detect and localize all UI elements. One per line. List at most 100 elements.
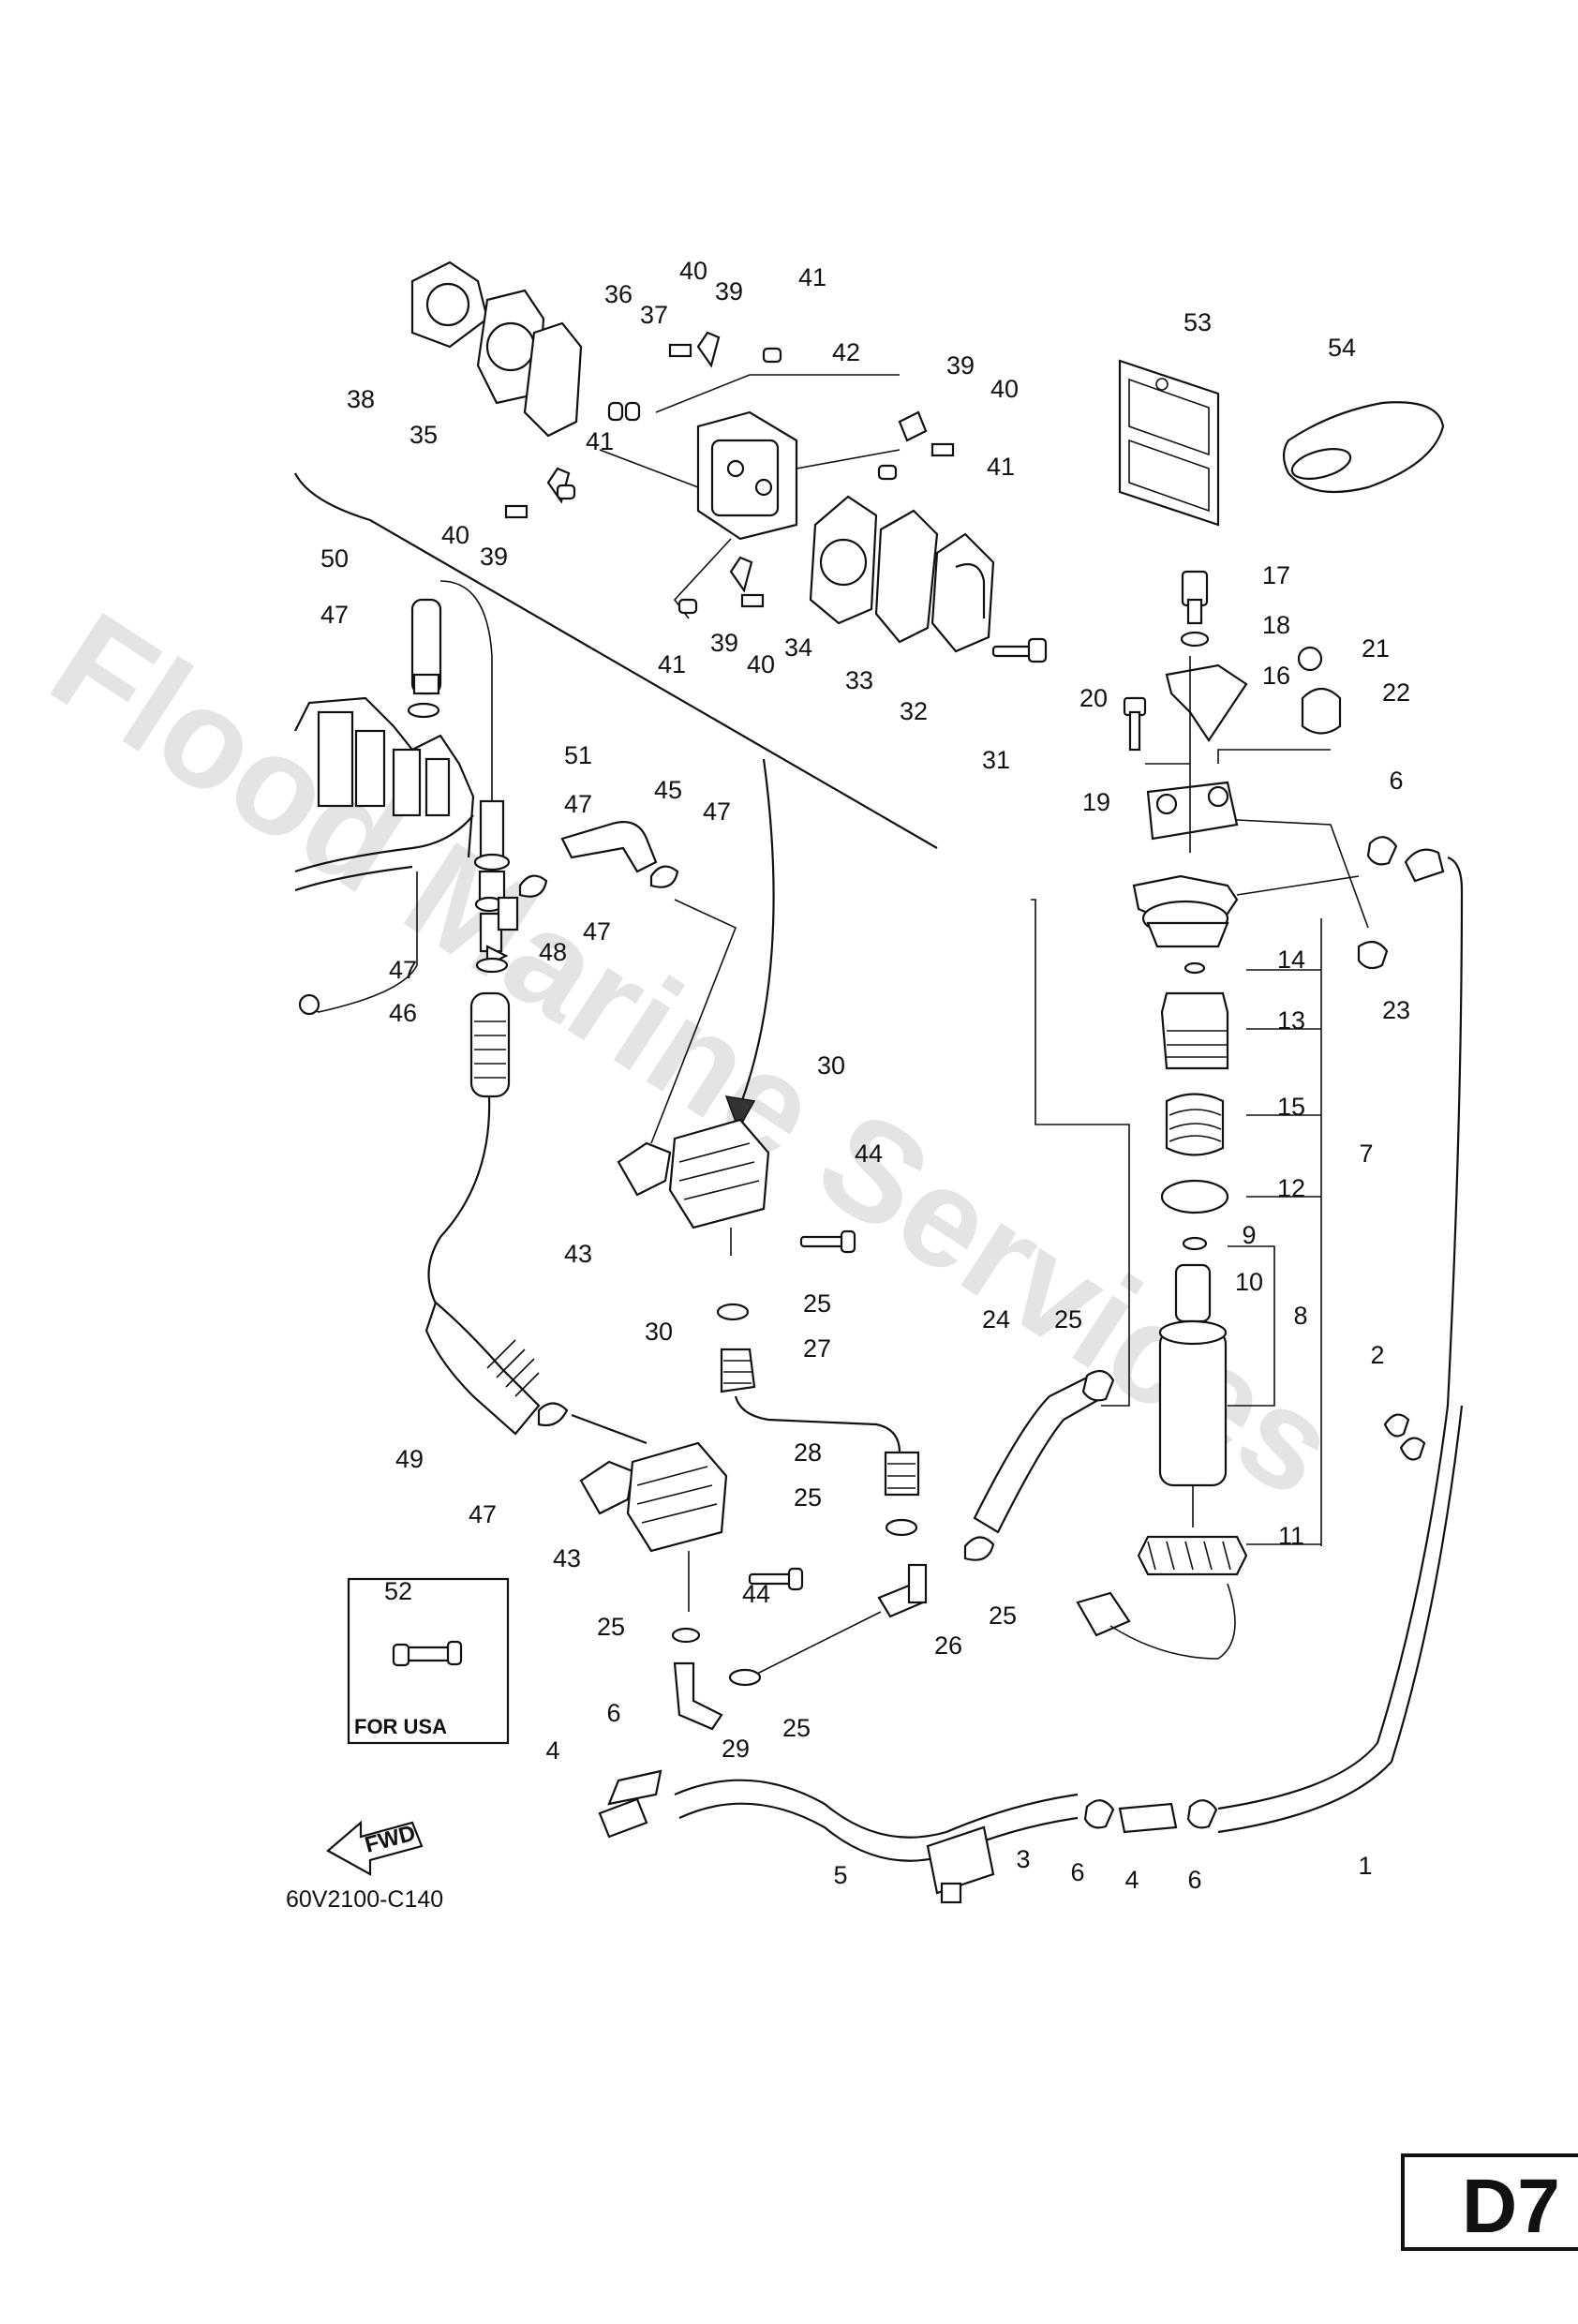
callout-33: 33 — [845, 666, 873, 694]
callout-41: 41 — [658, 650, 686, 678]
callout-6: 6 — [1070, 1858, 1084, 1886]
callout-30: 30 — [645, 1318, 673, 1346]
callout-44: 44 — [855, 1140, 883, 1168]
callout-47: 47 — [703, 797, 731, 826]
callout-13: 13 — [1277, 1006, 1305, 1035]
callout-39: 39 — [710, 629, 738, 657]
callout-4: 4 — [545, 1736, 559, 1765]
callout-28: 28 — [794, 1438, 822, 1467]
callout-12: 12 — [1277, 1174, 1305, 1202]
callout-50: 50 — [320, 544, 349, 573]
engine-divider-line — [294, 472, 938, 849]
callout-34: 34 — [784, 633, 812, 662]
callout-10: 10 — [1235, 1268, 1263, 1296]
mid-fuel-hoses — [671, 1303, 1115, 1731]
arrow-head-icon — [724, 1095, 756, 1131]
callout-46: 46 — [389, 999, 417, 1027]
page-reference: D7 — [1462, 2164, 1560, 2249]
callout-7: 7 — [1359, 1140, 1373, 1168]
callout-11: 11 — [1278, 1522, 1304, 1550]
callout-42: 42 — [832, 338, 860, 366]
fuel-pump-upper — [617, 1118, 856, 1256]
callout-31: 31 — [982, 746, 1010, 774]
callout-35: 35 — [409, 421, 438, 449]
callout-47: 47 — [320, 601, 349, 629]
callout-2: 2 — [1370, 1341, 1384, 1369]
callout-5: 5 — [833, 1861, 847, 1889]
callout-25: 25 — [989, 1601, 1017, 1630]
callout-39: 39 — [715, 277, 743, 305]
callout-24: 24 — [982, 1305, 1010, 1333]
callout-47: 47 — [583, 917, 611, 946]
callout-39: 39 — [480, 543, 508, 571]
callout-32: 32 — [900, 697, 928, 725]
callout-3: 3 — [1016, 1845, 1030, 1873]
fuel-filter-assembly — [1031, 570, 1389, 1660]
fwd-arrow-icon: FWD — [326, 1821, 424, 1876]
callout-38: 38 — [347, 385, 375, 413]
callout-21: 21 — [1362, 634, 1390, 663]
callout-44: 44 — [742, 1580, 770, 1608]
callout-15: 15 — [1277, 1093, 1305, 1121]
fuel-hose-assembly-left — [407, 580, 648, 1445]
pump-cover-parts — [410, 261, 1048, 663]
tee-and-hose-45-48 — [497, 821, 737, 1144]
callout-47: 47 — [469, 1500, 497, 1528]
callout-29: 29 — [722, 1735, 750, 1763]
callout-41: 41 — [987, 453, 1015, 481]
callout-16: 16 — [1262, 662, 1290, 690]
diagram-code: 60V2100-C140 — [286, 1886, 443, 1913]
callout-43: 43 — [564, 1240, 592, 1268]
for-usa-inset: FOR USA — [347, 1577, 510, 1745]
callout-48: 48 — [539, 938, 567, 966]
callout-1: 1 — [1358, 1852, 1372, 1880]
callout-6: 6 — [1389, 767, 1403, 795]
callout-8: 8 — [1293, 1302, 1307, 1330]
callout-25: 25 — [794, 1483, 822, 1512]
callout-6: 6 — [606, 1699, 620, 1727]
callout-40: 40 — [747, 650, 775, 678]
callout-25: 25 — [1054, 1305, 1082, 1333]
callout-25: 25 — [803, 1289, 831, 1318]
callout-47: 47 — [389, 956, 417, 984]
callout-40: 40 — [679, 257, 707, 285]
callout-36: 36 — [604, 280, 633, 308]
callout-25: 25 — [782, 1714, 811, 1742]
page-reference-box: D7 — [1401, 2153, 1578, 2251]
callout-26: 26 — [934, 1631, 962, 1660]
callout-20: 20 — [1079, 684, 1108, 712]
callout-25: 25 — [597, 1613, 625, 1641]
callout-18: 18 — [1262, 611, 1290, 639]
callout-54: 54 — [1328, 334, 1356, 362]
callout-40: 40 — [990, 375, 1019, 403]
fuel-line-bottom — [598, 836, 1464, 1904]
for-usa-label: FOR USA — [354, 1715, 447, 1738]
callout-49: 49 — [395, 1445, 424, 1473]
callout-47: 47 — [564, 790, 592, 818]
callout-17: 17 — [1262, 561, 1290, 589]
label-sheet-and-cover — [1118, 359, 1445, 527]
engine-block — [294, 696, 475, 1016]
fuel-pump-lower — [579, 1441, 804, 1612]
callout-37: 37 — [640, 301, 668, 329]
callout-43: 43 — [553, 1544, 581, 1572]
callout-41: 41 — [798, 263, 826, 291]
callout-45: 45 — [654, 776, 682, 804]
callout-23: 23 — [1382, 996, 1410, 1024]
callout-53: 53 — [1184, 308, 1212, 336]
callout-40: 40 — [441, 521, 469, 549]
callout-9: 9 — [1242, 1221, 1256, 1249]
callout-39: 39 — [946, 351, 975, 380]
callout-6: 6 — [1187, 1866, 1201, 1894]
callout-22: 22 — [1382, 678, 1410, 707]
callout-30: 30 — [817, 1051, 845, 1080]
callout-27: 27 — [803, 1334, 831, 1363]
callout-51: 51 — [564, 741, 592, 769]
callout-52: 52 — [384, 1577, 412, 1605]
connection-arrow-line — [738, 758, 775, 1107]
callout-19: 19 — [1082, 788, 1110, 816]
callout-4: 4 — [1124, 1866, 1139, 1894]
